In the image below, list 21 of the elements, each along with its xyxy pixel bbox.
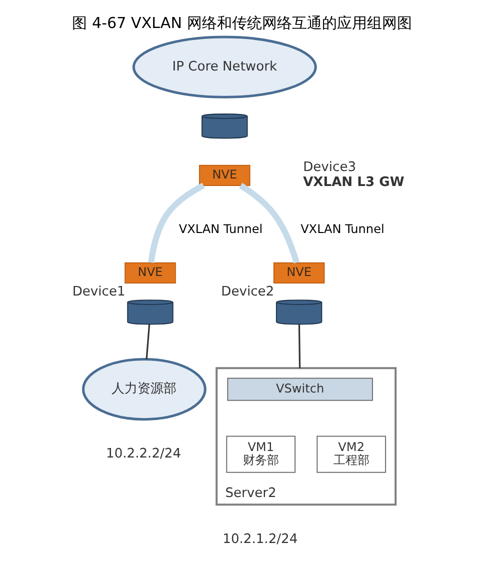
- connector: [238, 182, 299, 264]
- diagram-title: 图 4-67 VXLAN 网络和传统网络互通的应用组网图: [72, 14, 412, 32]
- node-label: 10.2.2.2/24: [106, 446, 181, 462]
- node-label: VXLAN L3 GW: [302, 174, 404, 190]
- connector: [298, 324, 300, 368]
- connector: [145, 324, 150, 360]
- node-box: NVE: [124, 262, 176, 284]
- node-label: Device3: [302, 160, 356, 175]
- node-box: VM2 工程部: [316, 436, 386, 473]
- node-box: VM1 财务部: [226, 436, 296, 473]
- node-box: VSwitch: [226, 378, 372, 401]
- node-label: Device1: [72, 284, 125, 300]
- node-box: NVE: [198, 164, 250, 186]
- edge-label: VXLAN Tunnel: [300, 222, 384, 236]
- node-ellipse: IP Core Network: [132, 36, 316, 98]
- connector: [148, 182, 204, 263]
- node-ellipse: 人力资源部: [82, 358, 206, 421]
- edge-label: VXLAN Tunnel: [178, 222, 262, 236]
- node-box: NVE: [272, 262, 324, 284]
- node-label: 10.2.1.2/24: [222, 532, 298, 548]
- node-label: Device2: [220, 284, 274, 300]
